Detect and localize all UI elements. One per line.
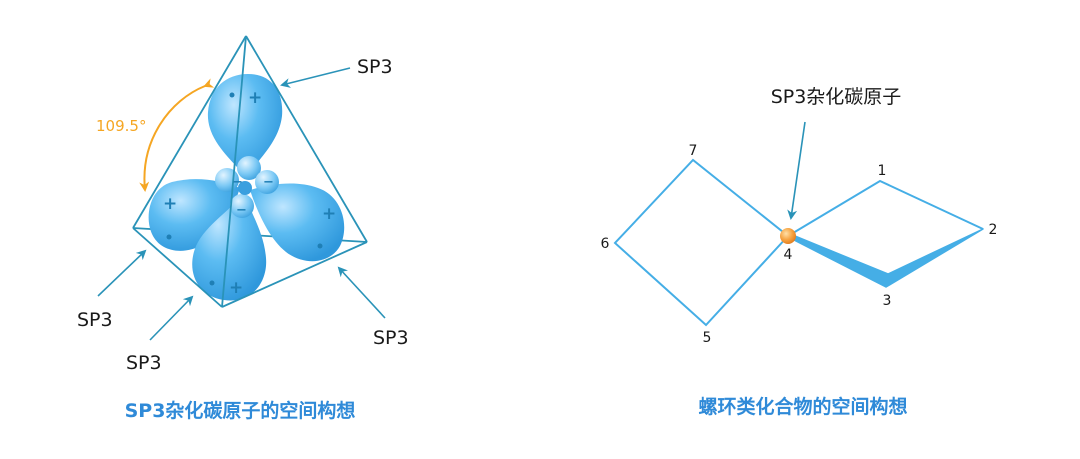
callout-arrow <box>787 121 806 220</box>
carbon-nucleus <box>238 181 252 195</box>
plus-sign: + <box>322 204 336 224</box>
bond-angle-arc <box>139 78 215 192</box>
spiro-compound-figure: SP3杂化碳原子 1 2 3 4 5 6 7 螺环类化合物的空间构想 <box>601 86 998 418</box>
orbital-lobe-top <box>207 74 283 177</box>
atom-number-5: 5 <box>703 330 712 346</box>
plus-sign: + <box>248 88 262 108</box>
left-caption: SP3杂化碳原子的空间构想 <box>125 399 356 422</box>
atom-number-3: 3 <box>883 293 892 309</box>
spiro-ring-right-back <box>787 179 984 237</box>
sp3-label-bottom-left: SP3 <box>77 309 113 331</box>
orbital-small-lobe-top <box>237 156 261 180</box>
dot-marker <box>229 92 235 98</box>
sp3-label-bottom-middle: SP3 <box>126 352 162 374</box>
atom-number-6: 6 <box>601 236 610 252</box>
right-caption: 螺环类化合物的空间构想 <box>698 395 907 418</box>
sp3-arrow-bottom-middle <box>149 295 194 341</box>
dot-marker <box>166 234 172 240</box>
minus-sign: − <box>236 203 247 218</box>
minus-sign: − <box>232 175 243 190</box>
orbital-lobe-left <box>148 179 240 251</box>
atom-number-2: 2 <box>989 222 998 238</box>
atom-number-1: 1 <box>878 163 887 179</box>
sp3-tetrahedron-figure: + + + + − − − 109.5° SP3 SP3 SP3 SP3 SP3… <box>77 35 409 422</box>
orbital-small-lobe-right <box>255 170 279 194</box>
dot-marker <box>209 280 215 286</box>
spiro-ring-right-wedge <box>789 228 984 288</box>
plus-sign: + <box>163 194 177 214</box>
spiro-ring-left <box>613 158 790 327</box>
orbital-lobe-right <box>250 183 345 262</box>
orbital-signs: + + + + − − − <box>163 88 336 298</box>
sp3-label-top: SP3 <box>357 56 393 78</box>
plus-sign: + <box>229 278 243 298</box>
spiro-carbon-atom <box>780 228 796 244</box>
spiro-carbon-callout: SP3杂化碳原子 <box>771 86 902 108</box>
minus-sign: − <box>263 175 274 190</box>
sp3-arrow-bottom-left <box>97 249 147 297</box>
orbital-small-lobe-bottom <box>230 194 254 218</box>
sp3-label-bottom-right: SP3 <box>373 327 409 349</box>
atom-number-4: 4 <box>784 247 793 263</box>
dot-marker <box>317 243 323 249</box>
atom-number-7: 7 <box>689 143 698 159</box>
bond-angle-label: 109.5° <box>96 117 146 135</box>
sp3-arrow-bottom-right <box>337 266 386 319</box>
orbital-lobe-bottom <box>192 192 267 301</box>
orbital-lobes <box>148 74 345 301</box>
sp3-arrow-top <box>280 67 351 88</box>
